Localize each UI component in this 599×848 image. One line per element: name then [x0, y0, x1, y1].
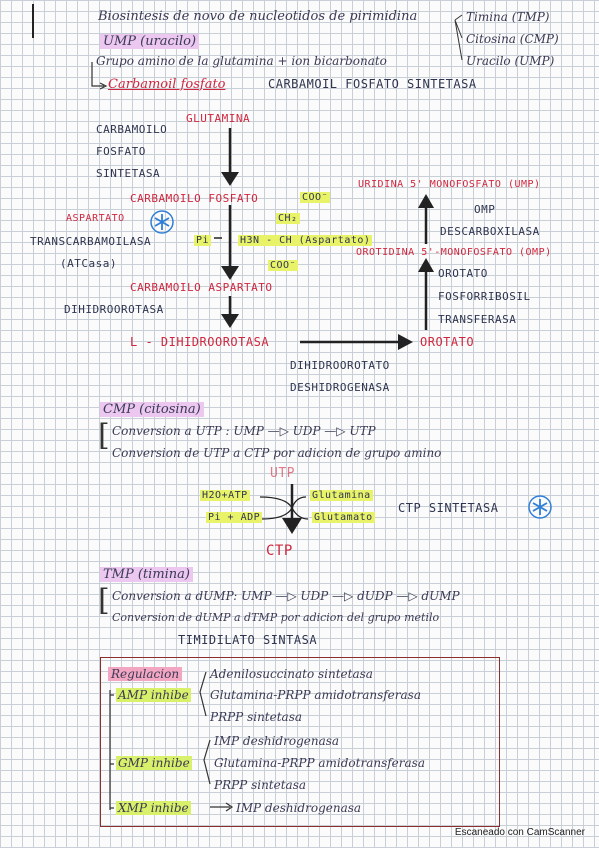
ctp-section-title: CMP (citosina) [100, 402, 204, 417]
amp-item-2: Glutamina-PRPP amidotransferasa [210, 688, 421, 702]
tmp-enzyme: TIMIDILATO SINTASA [178, 633, 318, 647]
orotato-enzyme-line3: TRANSFERASA [438, 313, 517, 326]
xmp-item: IMP deshidrogenasa [236, 801, 362, 815]
amp-item-1: Adenilosuccinato sintetasa [210, 667, 373, 681]
grupo-amino-text: Grupo amino de la glutamina + ion bicarb… [96, 54, 387, 68]
carbamoil-fosfato-text: Carbamoil fosfato [108, 77, 226, 92]
product-citosina: Citosina (CMP) [466, 32, 559, 46]
footer-watermark: Escaneado con CamScanner [454, 827, 585, 838]
utp-label: UTP [270, 466, 295, 481]
tmp-line1: Conversion a dUMP: UMP —▷ UDP —▷ dUDP —▷… [112, 589, 460, 603]
dihidroorotasa-label: DIHIDROOROTASA [64, 303, 164, 316]
ctp-brace: [ [98, 418, 110, 453]
gmp-item-1: IMP deshidrogenasa [214, 734, 340, 748]
amp-label: AMP inhibe [116, 688, 191, 702]
pi-adp-label: Pi + ADP [206, 512, 263, 523]
grupo-amino-arrow [91, 62, 104, 87]
ump-full-label: URIDINA 5' MONOFOSFATO (UMP) [358, 179, 541, 190]
enzyme1-line3: SINTETASA [96, 167, 161, 180]
tmp-brace: [ [98, 583, 110, 618]
regulation-box [100, 657, 500, 827]
glutamina-ctp-label: Glutamina [310, 490, 373, 501]
transcarb-label: TRANSCARBAMOILASA [30, 235, 152, 248]
dho-enzyme-line2: DESHIDROGENASA [290, 381, 390, 394]
gmp-item-2: Glutamina-PRPP amidotransferasa [214, 756, 425, 770]
glutamato-label: Glutamato [312, 512, 375, 523]
carbamoilo-aspartato-label: CARBAMOILO ASPARTATO [130, 281, 273, 294]
dho-enzyme-line1: DIHIDROOROTATO [290, 359, 390, 372]
product-uracilo: Uracilo (UMP) [466, 54, 555, 68]
star-icon-atcasa [150, 210, 174, 234]
omp-enzyme-line2: DESCARBOXILASA [440, 225, 540, 238]
orotato-enzyme-line1: OROTATO [438, 267, 488, 280]
aspartato-label: ASPARTATO [66, 213, 125, 224]
star-icon-ctp [528, 495, 552, 519]
enzyme1-line1: CARBAMOILO [96, 123, 168, 136]
tmp-section-title: TMP (timina) [100, 567, 193, 582]
margin-line [32, 4, 34, 38]
product-bracket [454, 14, 463, 61]
xmp-label: XMP inhibe [116, 801, 191, 815]
tmp-line2: Conversion de dUMP a dTMP por adicion de… [112, 611, 440, 624]
orotato-label: OROTATO [420, 335, 475, 349]
section-title: Biosintesis de novo de nucleotidos de pi… [98, 9, 418, 24]
gmp-label: GMP inhibe [116, 756, 192, 770]
product-timina: Timina (TMP) [466, 10, 550, 24]
pi-label: Pi [194, 235, 212, 246]
l-dihidroorotasa-label: L - DIHIDROOROTASA [130, 335, 270, 349]
ch2-label: CH₂ [276, 213, 300, 224]
atcasa-label: (ATCasa) [60, 257, 117, 270]
ctp-product: CTP [266, 543, 293, 559]
glutamina-label: GLUTAMINA [186, 112, 251, 125]
ctp-line2: Conversion de UTP a CTP por adicion de g… [112, 446, 442, 460]
aspartato-formula: H3N - CH (Aspartato) [238, 235, 373, 246]
amp-item-3: PRPP sintetasa [210, 710, 303, 724]
omp-label: OROTIDINA 5'-MONOFOSFATO (OMP) [356, 247, 552, 258]
orotato-enzyme-line2: FOSFORRIBOSIL [438, 290, 531, 303]
ctp-line1: Conversion a UTP : UMP —▷ UDP —▷ UTP [112, 424, 376, 438]
enzyme1-line2: FOSFATO [96, 145, 146, 158]
coo-label: COO⁻ [300, 192, 331, 203]
carbamoilo-fosfato-label: CARBAMOILO FOSFATO [130, 192, 259, 205]
cps-enzyme: CARBAMOIL FOSFATO SINTETASA [268, 77, 477, 91]
regulation-title: Regulacion [108, 667, 183, 681]
gmp-item-3: PRPP sintetasa [214, 778, 307, 792]
coo2-label: COO⁻ [268, 260, 299, 271]
ump-label: UMP (uracilo) [100, 34, 200, 49]
h2o-atp-label: H2O+ATP [200, 490, 250, 501]
omp-enzyme-line1: OMP [474, 203, 496, 216]
ctp-enzyme: CTP SINTETASA [398, 501, 499, 515]
